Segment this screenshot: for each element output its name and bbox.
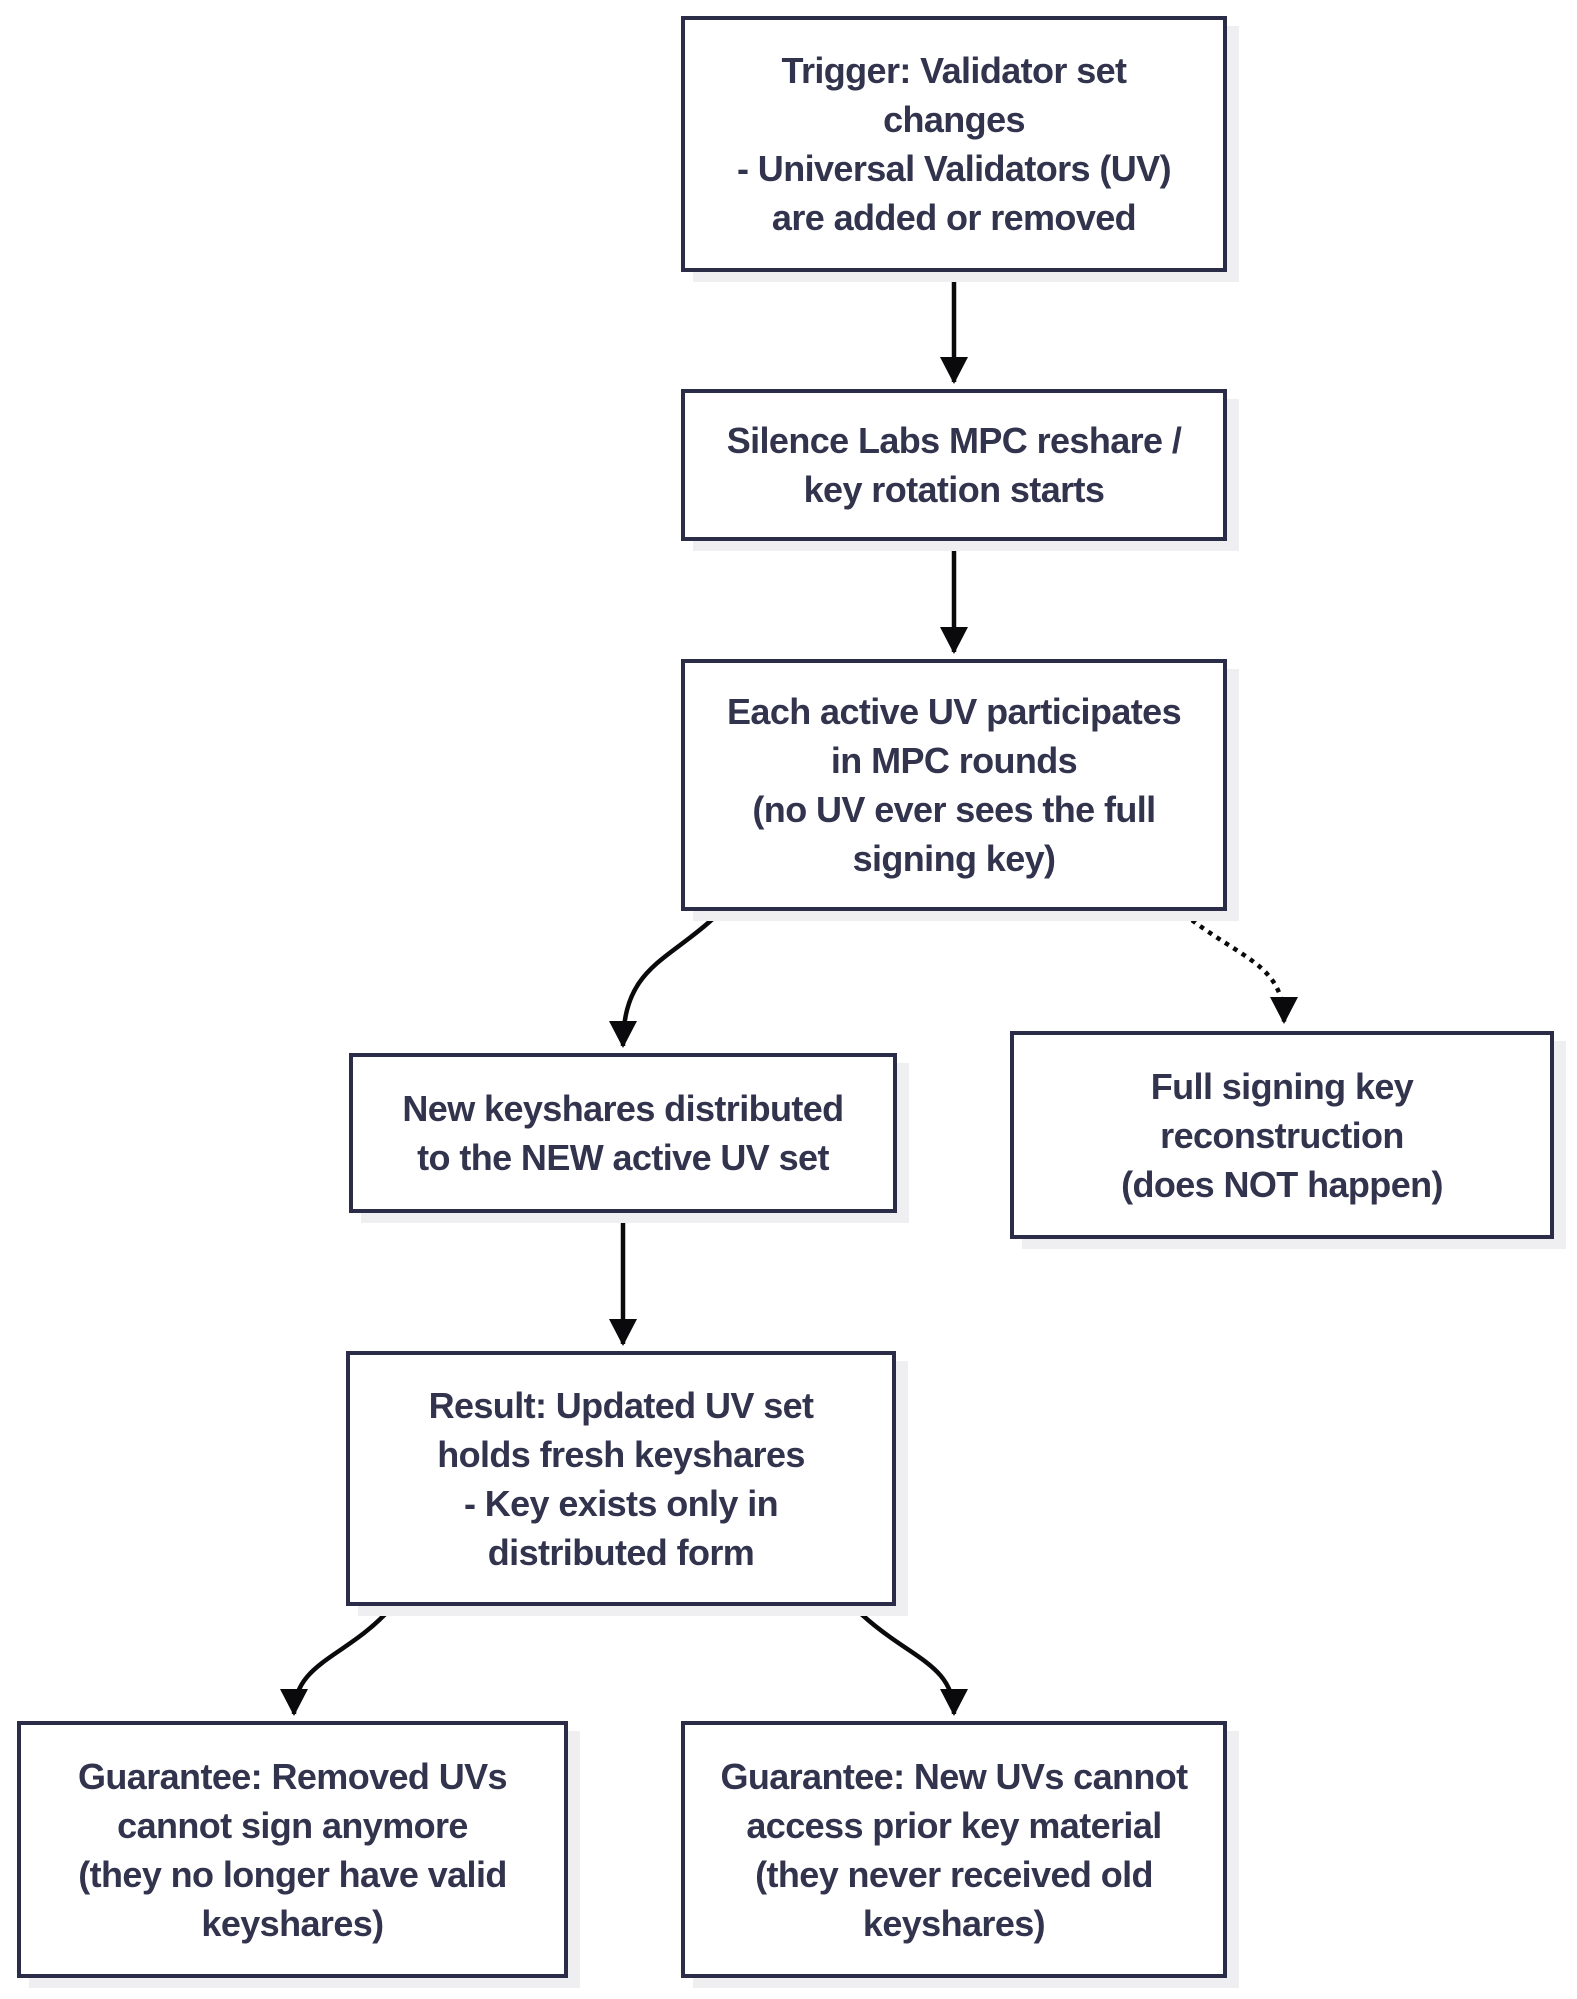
node-text-line: Trigger: Validator set bbox=[781, 50, 1128, 91]
node-text-line: distributed form bbox=[487, 1531, 755, 1573]
edge-result-to-guarantee-new bbox=[854, 1607, 968, 1716]
node-new-keyshares-distributed: New keyshares distributed to the NEW act… bbox=[349, 1053, 897, 1213]
node-text-line: are added or removed bbox=[771, 197, 1137, 238]
node-text-line: (no UV ever sees the full bbox=[752, 789, 1156, 830]
node-text-line: key rotation starts bbox=[803, 469, 1105, 510]
edge-result-to-guarantee-removed bbox=[280, 1607, 392, 1716]
node-text-line: reconstruction bbox=[1160, 1114, 1404, 1156]
node-text-line: Guarantee: Removed UVs bbox=[78, 1755, 508, 1797]
node-text-line: cannot sign anymore bbox=[117, 1804, 468, 1846]
node-text-line: keyshares) bbox=[201, 1902, 384, 1944]
node-text-line: in MPC rounds bbox=[830, 740, 1078, 781]
node-text-line: New keyshares distributed bbox=[402, 1088, 844, 1129]
node-text-line: - Universal Validators (UV) bbox=[737, 148, 1172, 189]
edge-mpc-to-newkeys bbox=[609, 912, 720, 1048]
node-text-line: (they no longer have valid bbox=[78, 1853, 507, 1895]
node-text-line: (does NOT happen) bbox=[1121, 1163, 1443, 1205]
node-text-line: Guarantee: New UVs cannot bbox=[720, 1755, 1188, 1797]
edge-mpc-to-reconstruction bbox=[1182, 912, 1298, 1024]
node-full-signing-key-reconstruction: Full signing key reconstruction (does NO… bbox=[1010, 1031, 1554, 1239]
node-trigger-validator-set-changes: Trigger: Validator set changes - Univers… bbox=[681, 16, 1227, 272]
node-guarantee-removed-uvs: Guarantee: Removed UVs cannot sign anymo… bbox=[17, 1721, 568, 1978]
node-mpc-reshare-key-rotation: Silence Labs MPC reshare / key rotation … bbox=[681, 389, 1227, 541]
node-result-updated-uv-set: Result: Updated UV set holds fresh keysh… bbox=[346, 1351, 896, 1606]
node-each-uv-participates-mpc-rounds: Each active UV participates in MPC round… bbox=[681, 659, 1227, 911]
node-text-line: - Key exists only in bbox=[463, 1482, 779, 1524]
node-text-line: Each active UV participates bbox=[726, 691, 1182, 732]
node-text-line: to the NEW active UV set bbox=[417, 1137, 829, 1178]
node-text-line: access prior key material bbox=[746, 1804, 1162, 1846]
node-text-line: signing key) bbox=[852, 838, 1056, 879]
node-guarantee-new-uvs: Guarantee: New UVs cannot access prior k… bbox=[681, 1721, 1227, 1978]
node-text-line: changes bbox=[883, 99, 1025, 140]
node-text-line: holds fresh keyshares bbox=[437, 1433, 805, 1475]
node-text-line: Result: Updated UV set bbox=[428, 1384, 814, 1426]
node-text-line: Silence Labs MPC reshare / bbox=[726, 420, 1182, 461]
node-text-line: Full signing key bbox=[1150, 1065, 1414, 1107]
node-text-line: keyshares) bbox=[862, 1902, 1046, 1944]
node-text-line: (they never received old bbox=[755, 1853, 1153, 1895]
